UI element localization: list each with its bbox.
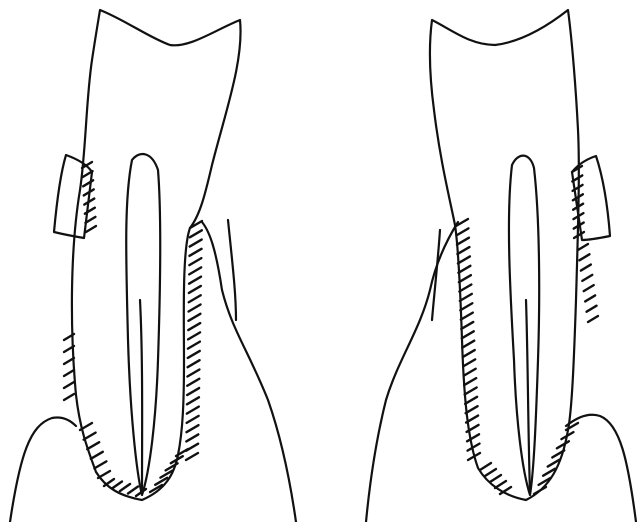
left-apex-bottom-hatch-mark bbox=[128, 487, 138, 494]
left-adjacent-line bbox=[228, 220, 236, 320]
left-apex-mesial-hatch-mark bbox=[98, 471, 110, 478]
right-mesial-root-hatch-mark bbox=[458, 256, 470, 263]
right-mesial-root-hatch-mark bbox=[462, 331, 474, 338]
left-distal-root-hatch-mark bbox=[188, 360, 200, 367]
left-apex-mesial-hatch-mark bbox=[91, 452, 103, 459]
left-distal-root-hatch-mark bbox=[188, 323, 200, 330]
left-pulp-inner-line bbox=[140, 300, 142, 493]
left-mesial-marks-hatch-mark bbox=[64, 382, 74, 388]
left-mesial-marks-hatch-mark bbox=[64, 370, 74, 376]
left-distal-root-hatch-mark bbox=[188, 314, 200, 321]
left-apex-mesial-hatch-mark bbox=[84, 433, 96, 440]
right-distal-marks-hatch-mark bbox=[587, 306, 597, 312]
left-adjacent-fragment bbox=[54, 155, 92, 238]
left-apex-mesial-hatch-mark bbox=[87, 442, 99, 449]
right-mesial-root-hatch-mark bbox=[459, 285, 471, 292]
left-hatching bbox=[64, 162, 202, 496]
right-apex-mesial-hatch-mark bbox=[495, 481, 506, 488]
right-pulp-canal bbox=[509, 156, 539, 495]
left-distal-root-hatch-mark bbox=[189, 277, 201, 284]
right-mesial-root-hatch-mark bbox=[457, 247, 469, 254]
right-apex-mesial-hatch-mark bbox=[480, 463, 491, 470]
left-fragment-contact-hatch-mark bbox=[86, 226, 96, 232]
right-distal-marks-hatch-mark bbox=[582, 275, 592, 281]
right-mesial-root-hatch-mark bbox=[464, 378, 476, 385]
right-tooth-outline bbox=[430, 10, 579, 500]
left-distal-root-hatch-mark bbox=[189, 286, 201, 293]
right-mesial-root-hatch-mark bbox=[459, 275, 471, 282]
right-mesial-root-hatch-mark bbox=[457, 238, 469, 245]
right-apex-mesial-hatch-mark bbox=[490, 475, 501, 482]
left-distal-root-hatch-mark bbox=[188, 351, 200, 358]
left-apex-bottom-hatch-mark bbox=[120, 484, 130, 491]
right-pulp-inner-line bbox=[526, 300, 530, 493]
left-apex-mesial-hatch-mark bbox=[94, 461, 106, 468]
left-distal-root-hatch-mark bbox=[187, 416, 199, 423]
left-distal-root-hatch-mark bbox=[187, 379, 199, 386]
left-apex-bottom-hatch-mark bbox=[112, 482, 122, 489]
right-mesial-root-hatch-mark bbox=[461, 313, 473, 320]
left-distal-root-hatch-mark bbox=[190, 240, 202, 247]
left-distal-root-hatch-mark bbox=[190, 230, 202, 237]
right-distal-marks-hatch-mark bbox=[585, 295, 595, 301]
left-pulp-canal bbox=[126, 154, 160, 495]
right-distal-marks-hatch-mark bbox=[588, 316, 598, 322]
right-gum-line bbox=[566, 415, 636, 522]
left-distal-root-hatch-mark bbox=[186, 425, 198, 432]
left-distal-root-hatch-mark bbox=[186, 453, 198, 460]
right-tooth-section bbox=[366, 10, 636, 522]
right-mesial-root-hatch-mark bbox=[463, 350, 475, 357]
left-distal-root-hatch-mark bbox=[188, 342, 200, 349]
right-distal-marks-hatch-mark bbox=[584, 285, 594, 291]
right-mesial-root-hatch-mark bbox=[458, 266, 470, 273]
right-mesial-root-hatch-mark bbox=[463, 359, 475, 366]
right-apex-distal-hatch-mark bbox=[534, 487, 546, 494]
right-alveolar-bone-line bbox=[366, 222, 458, 522]
left-tooth-section bbox=[10, 10, 296, 522]
left-gum-line bbox=[10, 417, 76, 522]
right-distal-marks-hatch-mark bbox=[581, 265, 591, 271]
left-mesial-marks-hatch-mark bbox=[64, 394, 74, 400]
left-distal-root-hatch-mark bbox=[189, 295, 201, 302]
left-distal-root-hatch-mark bbox=[190, 249, 202, 256]
right-mesial-root-hatch-mark bbox=[465, 387, 477, 394]
right-apex-mesial-hatch-mark bbox=[485, 469, 496, 476]
right-mesial-root-hatch-mark bbox=[464, 369, 476, 376]
right-apex-distal-hatch-mark bbox=[557, 441, 569, 448]
left-distal-root-hatch-mark bbox=[189, 267, 201, 274]
right-distal-marks-hatch-mark bbox=[578, 244, 588, 250]
right-mesial-root-hatch-mark bbox=[460, 303, 472, 310]
left-distal-root-hatch-mark bbox=[186, 434, 198, 441]
left-distal-root-hatch-mark bbox=[189, 305, 201, 312]
left-distal-root-hatch-mark bbox=[187, 407, 199, 414]
right-mesial-root-hatch-mark bbox=[465, 397, 477, 404]
left-distal-root-hatch-mark bbox=[187, 388, 199, 395]
left-distal-root-hatch-mark bbox=[188, 332, 200, 339]
left-alveolar-bone-line bbox=[202, 222, 296, 522]
right-mesial-root-hatch-mark bbox=[462, 341, 474, 348]
left-distal-root-hatch-mark bbox=[187, 397, 199, 404]
right-distal-marks-hatch-mark bbox=[579, 254, 589, 260]
right-mesial-root-hatch-mark bbox=[461, 322, 473, 329]
left-distal-root-hatch-mark bbox=[189, 258, 201, 265]
right-mesial-root-hatch-mark bbox=[460, 294, 472, 301]
right-mesial-root-hatch-mark bbox=[456, 228, 468, 235]
left-distal-root-hatch-mark bbox=[187, 369, 199, 376]
